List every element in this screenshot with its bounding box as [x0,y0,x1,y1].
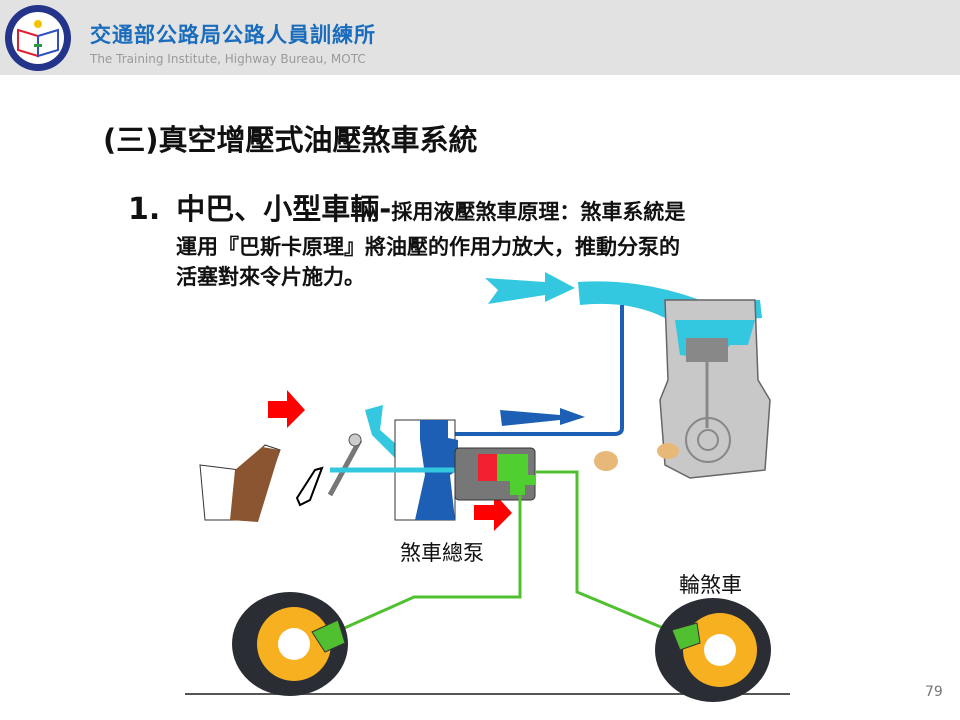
intake-air-arrow [485,272,575,304]
org-title: 交通部公路局公路人員訓練所 [90,23,376,47]
label-master-cylinder: 煞車總泵 [400,541,484,565]
point-text-line3: 活塞對來令片施力。 [176,265,365,289]
point-lead: 中巴、小型車輛- [176,192,392,226]
brake-line-rear [535,470,681,637]
exhaust-puff [594,451,618,471]
brake-line-front [321,495,522,640]
org-subtitle: The Training Institute, Highway Bureau, … [90,52,366,66]
bullet-point: 1. 中巴、小型車輛-採用液壓煞車原理：煞車系統是 [128,186,685,228]
force-arrow [268,390,305,428]
rear-wheel [655,598,771,702]
piston [686,338,728,362]
force-arrow-2 [474,493,512,531]
master-piston [478,454,497,481]
point-number: 1. [128,192,161,227]
vacuum-line [455,305,624,436]
label-wheel-brake: 輪煞車 [679,573,742,597]
point-text: 採用液壓煞車原理：煞車系統是 [391,200,686,224]
header-band: 交通部公路局公路人員訓練所 The Training Institute, Hi… [0,0,960,75]
vacuum-flow-arrow [500,408,585,426]
crankshaft [685,417,731,463]
institute-logo [5,5,71,71]
point-text-line2: 運用『巴斯卡原理』將油壓的作用力放大，推動分泵的 [176,235,680,259]
page-number: 79 [925,684,943,700]
slide-heading: (三)真空增壓式油壓煞車系統 [103,123,478,157]
front-wheel [232,592,348,696]
